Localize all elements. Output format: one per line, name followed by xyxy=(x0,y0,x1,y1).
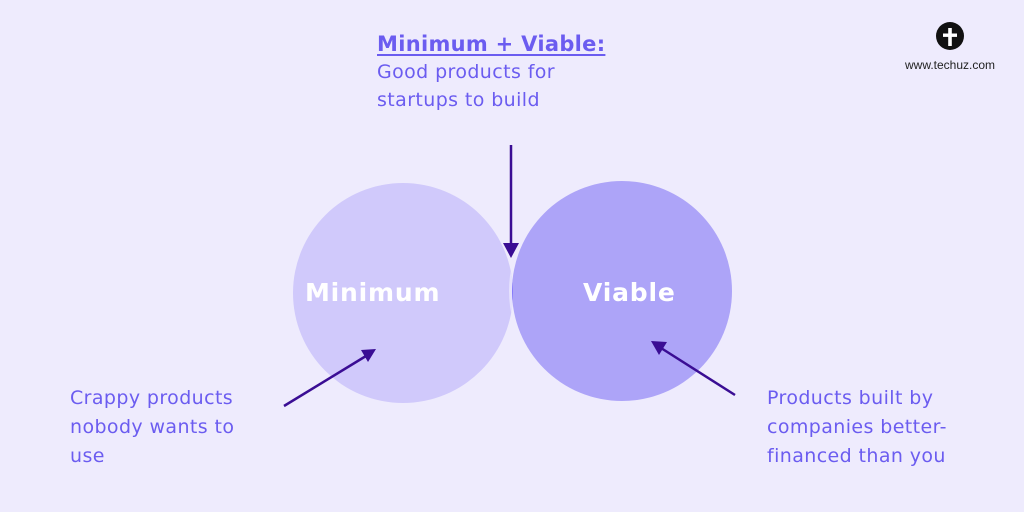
viable-circle xyxy=(512,181,732,401)
note-line: companies better- xyxy=(767,416,947,438)
note-line: nobody wants to xyxy=(70,416,235,438)
techuz-cross-logo-icon xyxy=(936,22,964,50)
logo-url: www.techuz.com xyxy=(904,58,996,72)
arrow-up-right-icon xyxy=(283,349,376,408)
title-subtitle-line1: Good products for xyxy=(377,61,556,83)
brand-logo: www.techuz.com xyxy=(895,22,1005,72)
note-line: financed than you xyxy=(767,445,946,467)
title-subtitle-line2: startups to build xyxy=(377,89,540,111)
minimum-circle xyxy=(293,183,513,403)
note-line: Crappy products xyxy=(70,387,234,409)
note-line: Products built by xyxy=(767,387,934,409)
minimum-only-note: Crappy products nobody wants to use xyxy=(70,384,270,471)
title-heading: Minimum + Viable: xyxy=(377,32,606,56)
viable-only-note: Products built by companies better- fina… xyxy=(767,384,977,471)
arrow-down-icon xyxy=(503,145,519,258)
title-block: Minimum + Viable: Good products for star… xyxy=(377,30,605,114)
viable-label: Viable xyxy=(583,278,676,307)
minimum-label: Minimum xyxy=(305,278,441,307)
arrow-up-left-icon xyxy=(651,341,736,397)
note-line: use xyxy=(70,445,105,467)
intersection-outline xyxy=(509,183,513,403)
